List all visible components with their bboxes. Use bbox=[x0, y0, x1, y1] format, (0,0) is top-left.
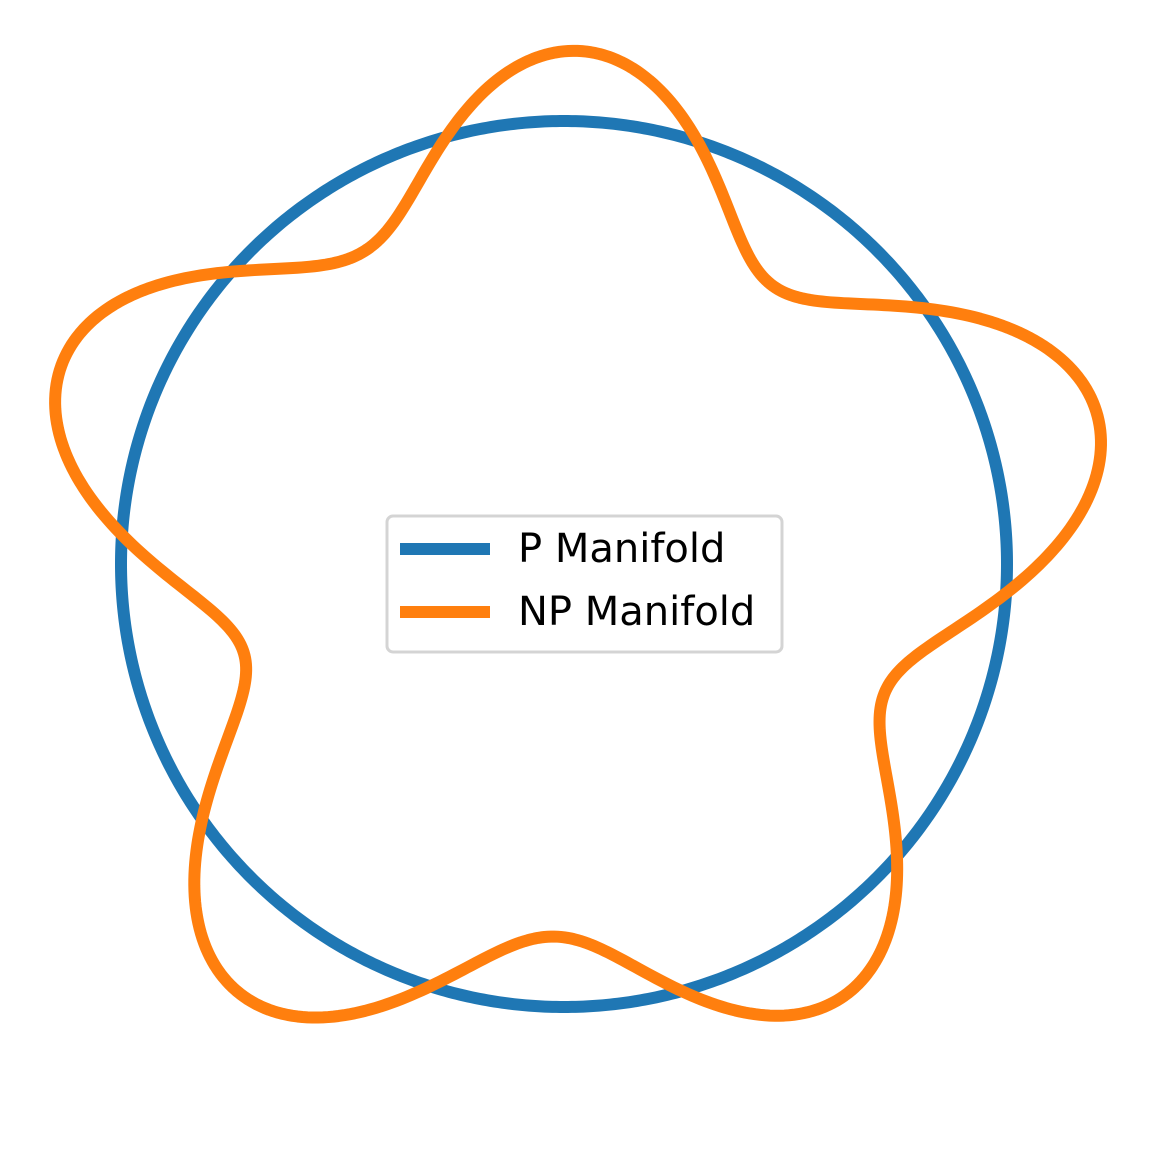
series-layer bbox=[49, 44, 1107, 1024]
legend: P Manifold NP Manifold bbox=[385, 514, 784, 654]
series-line-p-manifold bbox=[115, 115, 1013, 1013]
series-line-np-manifold bbox=[49, 44, 1107, 1024]
legend-label-p-manifold: P Manifold bbox=[518, 526, 725, 572]
legend-label-np-manifold: NP Manifold bbox=[518, 589, 755, 635]
